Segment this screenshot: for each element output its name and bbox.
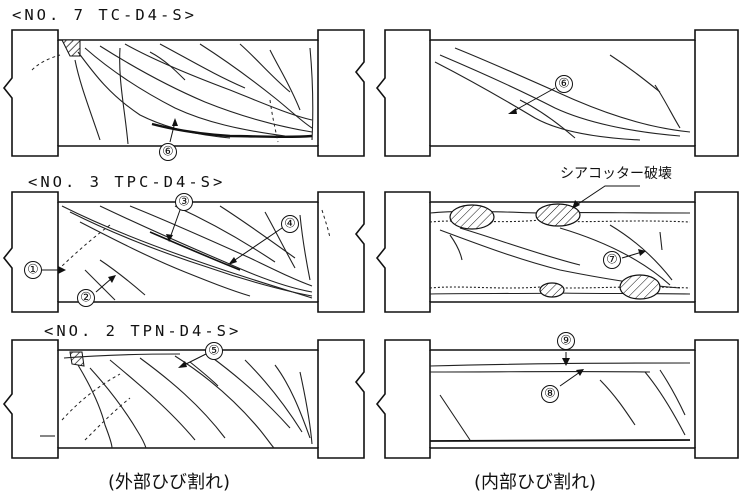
marker-2 bbox=[77, 289, 95, 307]
bottom-crack bbox=[429, 439, 691, 442]
crushed-zone bbox=[61, 39, 81, 57]
marker-1 bbox=[24, 261, 42, 279]
specimen-title-no7: <NO. 7 TC-D4-S> bbox=[12, 6, 197, 24]
specimen-no3-internal: シアコッター破壊 ⑦ bbox=[375, 166, 739, 313]
crack-9 bbox=[429, 362, 691, 367]
beam-outline bbox=[375, 191, 739, 313]
specimen-no2-internal: ⑨ ⑧ bbox=[375, 332, 739, 459]
dashed-crack bbox=[57, 224, 111, 271]
beam-outline bbox=[375, 339, 739, 459]
crack-lines bbox=[61, 205, 313, 301]
svg-text:④: ④ bbox=[284, 217, 296, 232]
dashed-crack bbox=[321, 209, 331, 239]
shear-connector-failure-zone bbox=[449, 204, 495, 230]
crack-lines bbox=[40, 353, 313, 449]
marker-7 bbox=[603, 251, 621, 269]
crack-lines bbox=[434, 47, 691, 141]
leader-8 bbox=[559, 371, 581, 387]
crack-lines bbox=[439, 369, 686, 441]
marker-9 bbox=[557, 332, 575, 350]
svg-text:⑤: ⑤ bbox=[208, 344, 220, 359]
shear-connector-failure-zone bbox=[619, 274, 661, 300]
specimen-no2-external: ⑤ bbox=[2, 339, 365, 459]
leader-shear-connector bbox=[574, 185, 640, 207]
leader-2 bbox=[95, 277, 113, 293]
shear-connector-failure-label: シアコッター破壊 bbox=[560, 166, 672, 182]
specimen-no7-internal: ⑥ bbox=[375, 29, 739, 157]
leader-3 bbox=[169, 209, 181, 239]
specimen-no7-external: ⑥ bbox=[2, 29, 365, 161]
svg-text:②: ② bbox=[80, 291, 92, 306]
shear-connector-line-bottom bbox=[429, 286, 691, 289]
svg-text:③: ③ bbox=[178, 195, 190, 210]
svg-text:⑨: ⑨ bbox=[560, 334, 572, 349]
marker-6 bbox=[159, 143, 177, 161]
leader-7 bbox=[621, 251, 643, 259]
caption-internal-cracks: (内部ひび割れ) bbox=[474, 472, 596, 493]
crack-lines bbox=[74, 43, 314, 145]
specimen-title-no3: <NO. 3 TPC-D4-S> bbox=[28, 173, 225, 191]
marker-5 bbox=[205, 342, 223, 360]
dashed-crack bbox=[61, 373, 121, 421]
svg-text:⑧: ⑧ bbox=[544, 387, 556, 402]
marker-8 bbox=[541, 385, 559, 403]
crack-lines bbox=[439, 224, 681, 289]
shear-connector-failure-zone bbox=[539, 282, 565, 298]
caption-external-cracks: (外部ひび割れ) bbox=[108, 472, 230, 493]
svg-text:⑥: ⑥ bbox=[558, 77, 570, 92]
crack-4 bbox=[149, 231, 241, 271]
dashed-crack bbox=[84, 397, 131, 441]
svg-text:⑦: ⑦ bbox=[606, 253, 618, 268]
shear-connector-failure-zone bbox=[535, 203, 581, 227]
leader-4 bbox=[231, 227, 283, 263]
crack-6-heavy bbox=[151, 122, 313, 139]
beam-outline bbox=[375, 29, 739, 157]
svg-text:①: ① bbox=[27, 263, 39, 278]
specimen-title-no2: <NO. 2 TPN-D4-S> bbox=[44, 322, 241, 340]
marker-4 bbox=[281, 215, 299, 233]
svg-text:⑥: ⑥ bbox=[162, 145, 174, 160]
dashed-crack bbox=[31, 54, 61, 71]
leader-6-internal bbox=[511, 87, 556, 113]
specimen-no3-external: ③ ④ ① ② bbox=[2, 191, 365, 313]
crushed-zone bbox=[69, 351, 85, 367]
marker-3 bbox=[175, 193, 193, 211]
marker-6-internal bbox=[555, 75, 573, 93]
